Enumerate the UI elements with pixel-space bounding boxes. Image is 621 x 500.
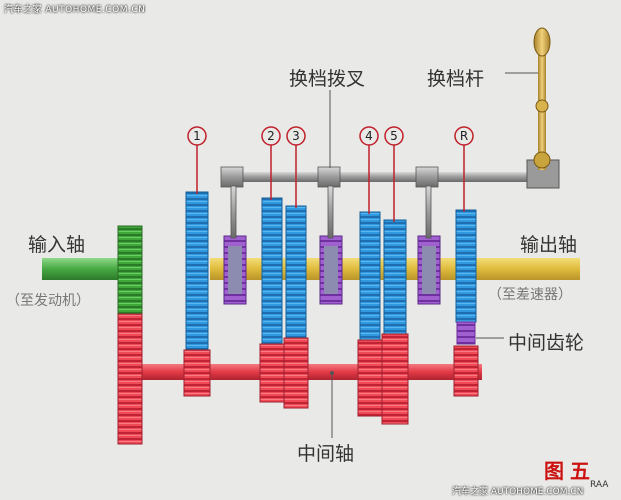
countershaft-drive-gear (117, 313, 143, 445)
label-output-sub: （至差速器） (488, 287, 572, 303)
gear-r-upper (455, 209, 477, 323)
gear-4-lower (357, 339, 383, 417)
gear-number-r: R (460, 129, 468, 143)
gear-r-lower (453, 345, 479, 397)
figure-label: 图五 (544, 459, 596, 483)
countershaft-gears (183, 333, 479, 425)
shift-forks (220, 166, 439, 239)
label-countershaft: 中间轴 (297, 443, 355, 465)
gear-number-3: 3 (292, 129, 300, 143)
corner-mark: RAA (590, 480, 609, 490)
gear-1-lower (183, 349, 211, 397)
watermark-top: 汽车之家 AUTOHOME.COM.CN (4, 5, 146, 15)
input-gear (117, 225, 143, 315)
gear-number-texts: 1 2 3 4 5 R (193, 129, 468, 143)
shift-fork-rail (222, 172, 544, 182)
gear-number-2: 2 (267, 129, 275, 143)
gear-number-5: 5 (390, 129, 398, 143)
gear-2-upper (261, 197, 283, 351)
gear-4-upper (359, 211, 381, 353)
label-shift-fork: 换档拨叉 (289, 68, 366, 90)
label-idler-gear: 中间齿轮 (508, 332, 585, 354)
gear-5-lower (381, 333, 409, 425)
label-shift-lever: 换档杆 (427, 68, 485, 90)
gear-2-lower (259, 343, 285, 403)
input-shaft (42, 258, 132, 280)
mainshaft-gears (185, 191, 477, 357)
gear-1-upper (185, 191, 209, 350)
label-output-shaft: 输出轴 (520, 234, 578, 256)
gear-number-markers (187, 126, 474, 222)
label-input-shaft: 输入轴 (28, 234, 86, 256)
gear-3-lower (283, 337, 309, 409)
gear-number-4: 4 (365, 129, 373, 143)
gear-number-1: 1 (193, 129, 201, 143)
label-input-sub: （至发动机） (6, 293, 90, 309)
synchro-collars (223, 235, 441, 305)
gear-3-upper (285, 205, 307, 353)
idler-gear (456, 321, 476, 345)
shift-lever (526, 27, 560, 189)
watermark-bottom: 汽车之家 AUTOHOME.COM.CN (452, 487, 584, 497)
